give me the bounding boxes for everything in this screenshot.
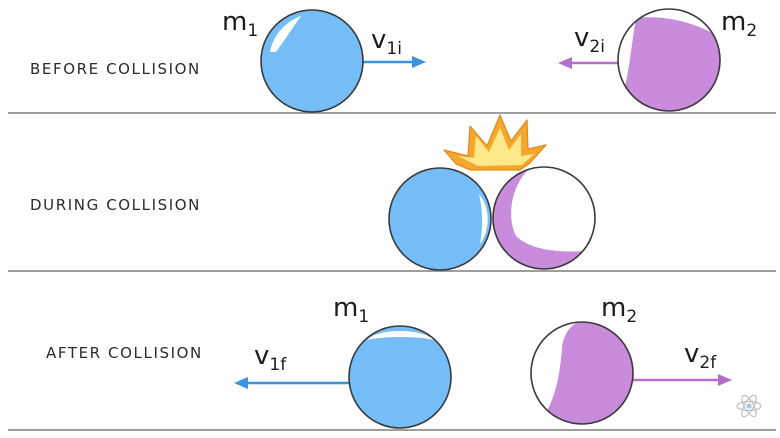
symbol-v1i: v1i [371, 25, 402, 59]
arrow-v1f [234, 377, 352, 389]
ball-m1-before [260, 9, 364, 113]
symbol-v1f: v1f [254, 341, 287, 375]
symbol-m1-after: m1 [333, 293, 369, 327]
arrow-v2f [628, 374, 732, 386]
impact-burst-icon [443, 114, 547, 171]
arrow-v2i [558, 57, 622, 69]
ball-m2-during [492, 166, 596, 270]
symbol-m2-after: m2 [601, 293, 637, 327]
ball-m2-before [617, 8, 721, 112]
after-collision-label: AFTER COLLISION [46, 344, 203, 362]
ball-m1-after [348, 325, 452, 429]
symbol-v2i: v2i [574, 23, 605, 57]
symbol-v2f: v2f [684, 339, 717, 373]
ball-m2-after [530, 321, 634, 425]
atom-icon [736, 394, 762, 418]
symbol-m2-before: m2 [721, 7, 757, 41]
arrow-v1i [358, 56, 426, 68]
before-collision-label: BEFORE COLLISION [30, 60, 201, 78]
symbol-m1-before: m1 [222, 7, 258, 41]
during-collision-label: DURING COLLISION [30, 196, 201, 214]
ball-m1-during [388, 167, 492, 271]
